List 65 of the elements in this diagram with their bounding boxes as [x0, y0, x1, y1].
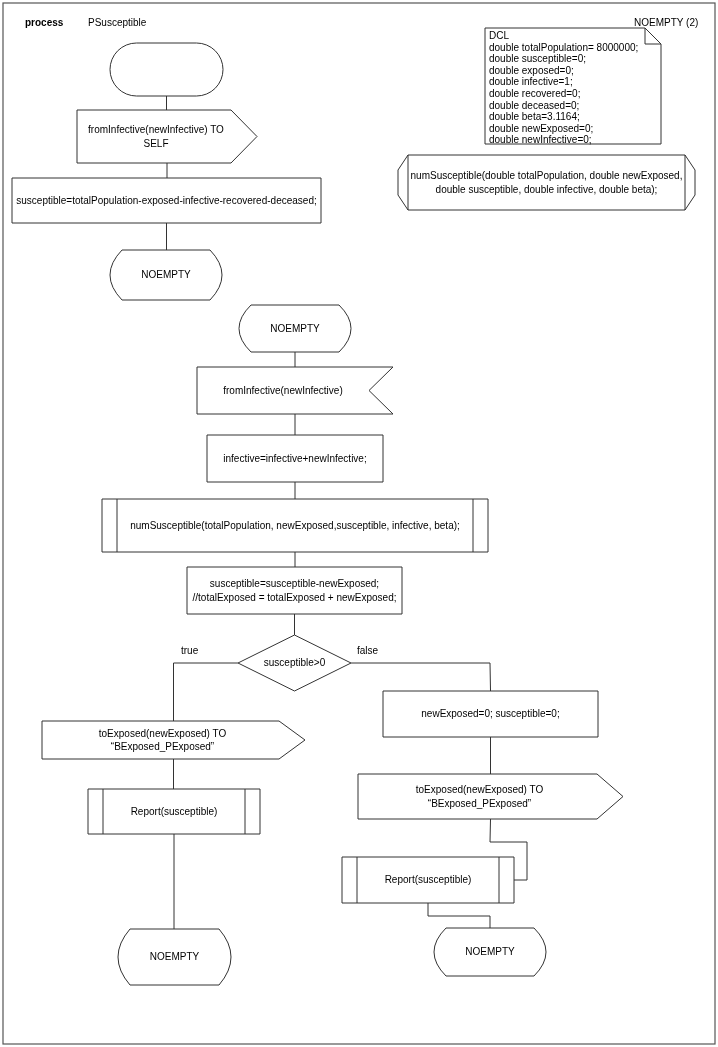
- connector-line: [173, 758, 174, 790]
- declaration-line: double deceased=0;: [489, 99, 581, 112]
- declaration-line: double totalPopulation= 8000000;: [489, 41, 639, 54]
- edge-label: true: [180, 645, 200, 656]
- output-signal-box: [42, 721, 305, 759]
- node-text: susceptible=totalPopulation-exposed-infective-recovered-deceased;: [16, 193, 317, 208]
- node-text: infective=infective+newInfective;: [223, 451, 367, 466]
- procedure-call-box: [102, 499, 488, 552]
- connector-line: [294, 481, 296, 500]
- node-text: toExposed(newExposed) TO “BExposed_PExposed”: [414, 783, 545, 810]
- node-text: susceptible>0: [263, 656, 326, 670]
- declaration-line: double newInfective=0;: [489, 134, 593, 146]
- declaration-line: double susceptible=0;: [489, 53, 588, 65]
- start-terminator: [110, 43, 223, 96]
- output-signal-box: [358, 774, 623, 819]
- connector-line: [490, 736, 491, 775]
- connector-line: [427, 902, 491, 929]
- procedure-call-box: [88, 789, 260, 834]
- connector-line: [294, 351, 296, 368]
- connector-line: [166, 162, 168, 179]
- task-box: [383, 691, 598, 737]
- node-text: NOEMPTY: [270, 321, 320, 336]
- output-signal-box: [77, 110, 257, 163]
- node-text: NOEMPTY: [149, 950, 200, 964]
- state-box: [434, 928, 546, 976]
- declaration-line: double newExposed=0;: [489, 122, 595, 135]
- declaration-line: double infective=1;: [489, 76, 574, 88]
- edge-label: false: [356, 645, 380, 656]
- declaration-line: double recovered=0;: [489, 87, 582, 100]
- diagram-label: NOEMPTY (2): [634, 17, 699, 28]
- decision-diamond: [238, 635, 351, 691]
- node-text: NOEMPTY: [465, 945, 515, 959]
- connector-line: [173, 662, 239, 722]
- task-box: [12, 178, 321, 223]
- connector-line: [350, 662, 491, 692]
- node-text: newExposed=0; susceptible=0;: [421, 707, 560, 721]
- task-box: [207, 435, 383, 482]
- task-box: [187, 567, 402, 614]
- node-text: Report(susceptible): [384, 873, 472, 887]
- connector-line: [166, 222, 167, 251]
- procedure-call-box: [342, 857, 514, 903]
- node-text: toExposed(newExposed) TO “BExposed_PExposed”: [97, 726, 228, 754]
- connector-line: [489, 818, 528, 881]
- node-text: susceptible=susceptible-newExposed; //totalExposed = totalExposed + newExposed;: [191, 577, 398, 604]
- declaration-line: DCL: [489, 30, 510, 42]
- procedure-declaration-box: [398, 155, 695, 210]
- declaration-line: double beta=3.1164;: [489, 111, 581, 123]
- state-box: [239, 305, 351, 352]
- node-text: NOEMPTY: [141, 268, 191, 282]
- node-text: fromInfective(newInfective) TO SELF: [87, 123, 225, 150]
- node-text: fromInfective(newInfective): [223, 383, 343, 398]
- node-text: numSusceptible(totalPopulation, newExposed,susceptible, infective, beta);: [130, 518, 460, 533]
- state-box: [118, 929, 231, 985]
- node-text: Report(susceptible): [130, 804, 218, 819]
- keyword-label: process: [25, 17, 64, 28]
- diagram-label: PSusceptible: [88, 17, 147, 28]
- connector-line: [294, 551, 296, 568]
- connector-line: [173, 833, 175, 930]
- input-signal-box: [197, 367, 393, 414]
- declaration-line: double exposed=0;: [489, 64, 575, 77]
- declaration-note: [485, 28, 661, 144]
- connector-line: [294, 413, 296, 436]
- state-box: [110, 250, 222, 300]
- connector-line: [294, 613, 295, 636]
- node-text: numSusceptible(double totalPopulation, double newExposed, double susceptible, double infective, double beta);: [410, 169, 683, 196]
